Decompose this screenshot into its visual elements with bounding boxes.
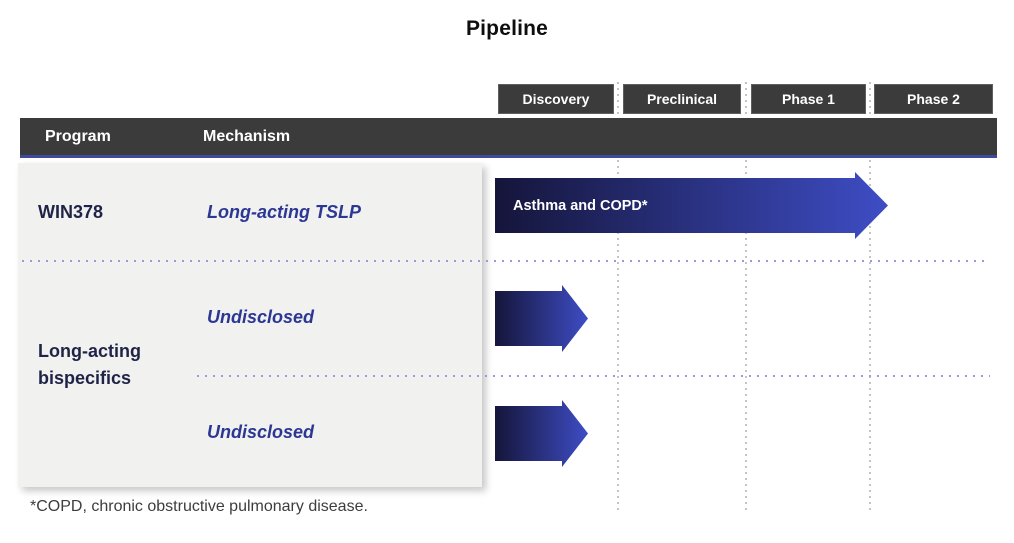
program-panel — [18, 163, 482, 487]
page-title: Pipeline — [465, 17, 549, 40]
mechanism-label: Long-acting TSLP — [207, 202, 361, 222]
table-header-bar: Program Mechanism — [20, 118, 997, 158]
stage-header-phase-2: Phase 2 — [874, 84, 993, 114]
mechanism-label: Undisclosed — [207, 422, 315, 442]
program-label-win378: WIN378 — [38, 202, 104, 222]
arrow-shape — [495, 285, 588, 352]
stage-gridline — [869, 82, 871, 512]
stage-header-preclinical: Preclinical — [623, 84, 741, 114]
program-label-bispecifics: Long-acting bispecifics — [38, 341, 141, 388]
pipeline-arrow-bispecific-1 — [495, 285, 588, 352]
stage-gridline — [745, 82, 747, 512]
mechanism-label: Undisclosed — [207, 307, 315, 327]
arrow-shape — [495, 400, 588, 467]
stage-header-phase-1: Phase 1 — [751, 84, 866, 114]
row-separator — [197, 375, 990, 377]
footnote: *COPD, chronic obstructive pulmonary dis… — [30, 498, 368, 515]
row-separator — [22, 260, 990, 262]
stage-header-discovery: Discovery — [498, 84, 614, 114]
arrow-indication-label: Asthma and COPD* — [513, 197, 648, 214]
arrow-shape — [495, 172, 888, 239]
stage-gridline — [617, 82, 619, 512]
program-column-header: Program — [45, 128, 111, 145]
pipeline-arrow-bispecific-2 — [495, 400, 588, 467]
mechanism-column-header: Mechanism — [203, 128, 291, 145]
pipeline-arrow-win378: Asthma and COPD* — [495, 172, 888, 239]
